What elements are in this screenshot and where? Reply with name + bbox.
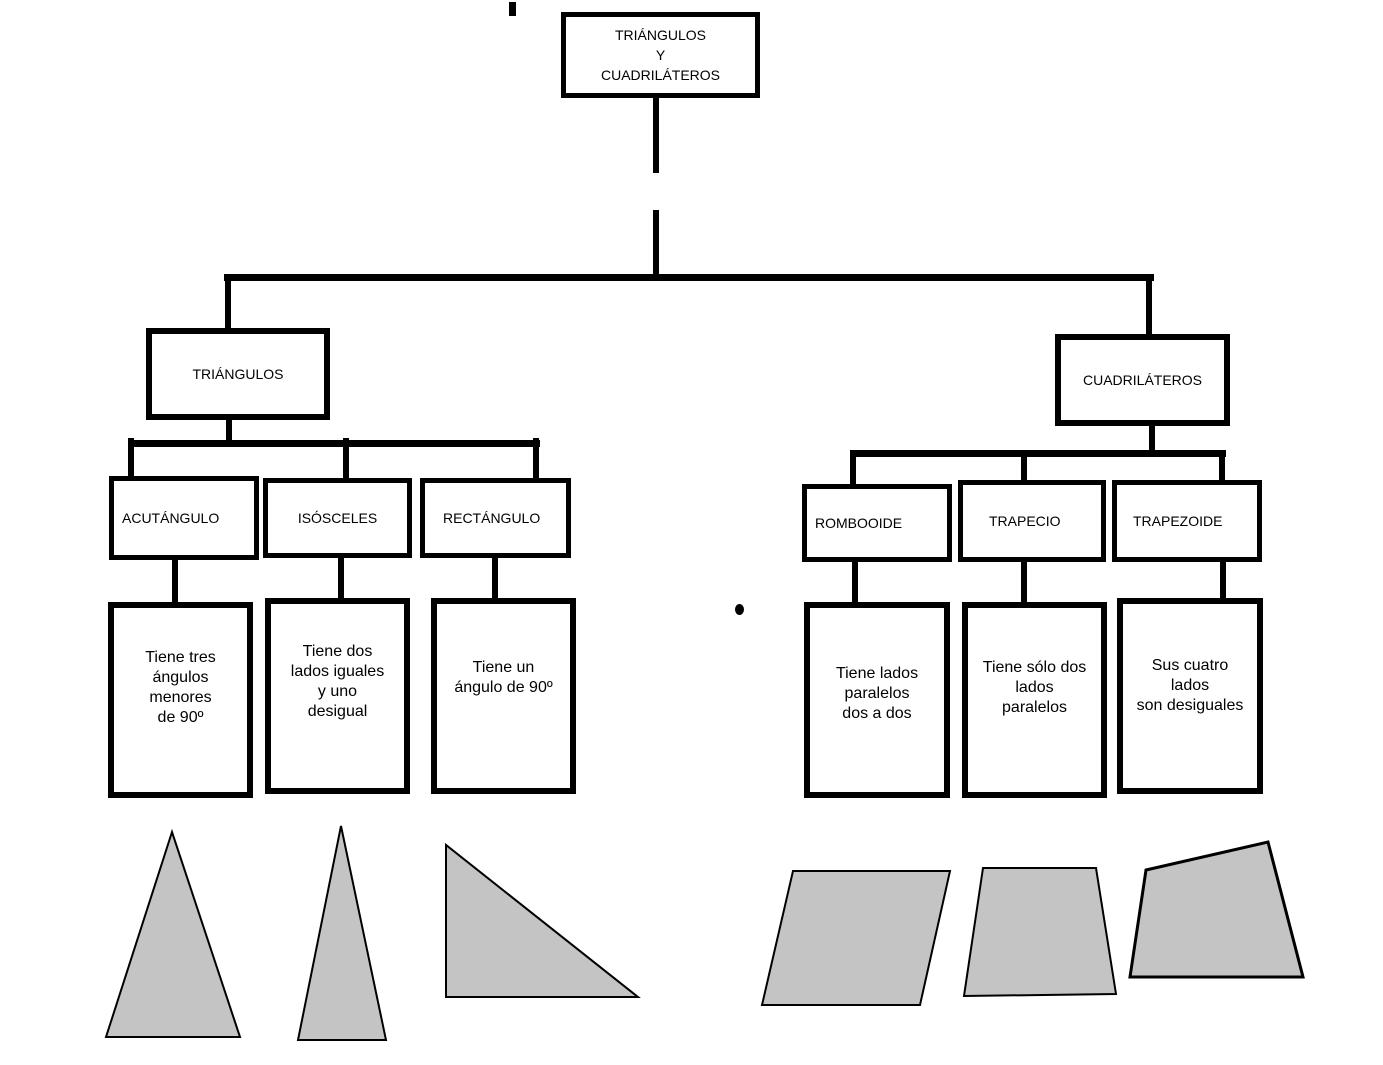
quadrilaterals-node-label: CUADRILÁTEROS bbox=[1082, 372, 1203, 388]
quadrilaterals-node: CUADRILÁTEROS bbox=[1055, 334, 1230, 426]
acutangulo-node: ACUTÁNGULO bbox=[109, 476, 259, 560]
isosceles-description-text: Tiene dos lados iguales y uno desigual bbox=[290, 643, 385, 720]
trapezoid-irregular-shape bbox=[1128, 840, 1305, 979]
acutangulo-label: ACUTÁNGULO bbox=[122, 510, 220, 526]
trapezoide-description: Sus cuatro lados son desiguales bbox=[1117, 598, 1263, 794]
trapecio-drop bbox=[1021, 450, 1027, 484]
root-stem-upper bbox=[653, 95, 659, 173]
rectangulo-desc-connector bbox=[492, 550, 498, 610]
trapecio-desc-connector bbox=[1021, 556, 1027, 618]
quadrilaterals-stem bbox=[1149, 424, 1155, 454]
root-stem-lower bbox=[653, 210, 659, 278]
triangles-node: TRIÁNGULOS bbox=[146, 328, 330, 420]
romboide-node: ROMBOOIDE bbox=[802, 484, 952, 562]
triangles-drop-line bbox=[225, 278, 231, 332]
acutangulo-drop bbox=[128, 438, 134, 480]
quadrilaterals-drop-line bbox=[1146, 278, 1152, 338]
isosceles-node: ISÓSCELES bbox=[263, 478, 412, 558]
acutangulo-description-text: Tiene tres ángulos menores de 90º bbox=[145, 649, 216, 726]
romboide-desc-connector bbox=[852, 558, 858, 622]
rectangulo-description-text: Tiene un ángulo de 90º bbox=[454, 659, 553, 696]
romboide-label: ROMBOOIDE bbox=[815, 515, 903, 531]
acutangulo-description: Tiene tres ángulos menores de 90º bbox=[108, 602, 253, 798]
trapezoide-label: TRAPEZOIDE bbox=[1133, 513, 1223, 529]
romboide-drop bbox=[850, 450, 856, 488]
main-horizontal-connector bbox=[224, 274, 1154, 281]
trapecio-label: TRAPECIO bbox=[989, 513, 1061, 529]
isosceles-triangle-shape bbox=[296, 825, 388, 1041]
rhomboid-shape bbox=[760, 870, 952, 1006]
trapecio-description: Tiene sólo dos lados paralelos bbox=[962, 602, 1107, 798]
trapezoide-node: TRAPEZOIDE bbox=[1112, 480, 1262, 562]
root-node-label: TRIÁNGULOS Y CUADRILÁTEROS bbox=[600, 27, 721, 83]
rectangulo-description: Tiene un ángulo de 90º bbox=[431, 598, 576, 794]
rectangulo-drop bbox=[533, 438, 539, 482]
triangles-stem bbox=[226, 416, 232, 444]
romboide-description-text: Tiene lados paralelos dos a dos bbox=[835, 665, 919, 722]
isosceles-label: ISÓSCELES bbox=[297, 510, 378, 526]
stray-dot-center bbox=[735, 604, 744, 615]
romboide-description: Tiene lados paralelos dos a dos bbox=[804, 602, 950, 798]
rectangulo-node: RECTÁNGULO bbox=[420, 478, 571, 558]
trapezoid-shape bbox=[962, 867, 1118, 998]
trapezoide-drop bbox=[1219, 450, 1225, 484]
root-node: TRIÁNGULOS Y CUADRILÁTEROS bbox=[561, 12, 760, 98]
acutangulo-desc-connector bbox=[172, 548, 178, 618]
trapezoide-desc-connector bbox=[1220, 556, 1226, 602]
rectangulo-label: RECTÁNGULO bbox=[443, 510, 541, 526]
triangles-branch-connector bbox=[128, 440, 540, 447]
trapecio-node: TRAPECIO bbox=[958, 480, 1106, 562]
triangles-node-label: TRIÁNGULOS bbox=[192, 366, 284, 382]
trapecio-description-text: Tiene sólo dos lados paralelos bbox=[982, 659, 1087, 716]
right-triangle-shape bbox=[445, 842, 641, 998]
isosceles-description: Tiene dos lados iguales y uno desigual bbox=[265, 598, 410, 794]
stray-mark-top bbox=[509, 2, 516, 16]
quadrilaterals-branch-connector bbox=[850, 450, 1226, 457]
isosceles-desc-connector bbox=[338, 554, 344, 604]
isosceles-drop bbox=[343, 438, 349, 482]
acute-triangle-shape bbox=[104, 828, 242, 1038]
trapezoide-description-text: Sus cuatro lados son desiguales bbox=[1136, 657, 1244, 714]
